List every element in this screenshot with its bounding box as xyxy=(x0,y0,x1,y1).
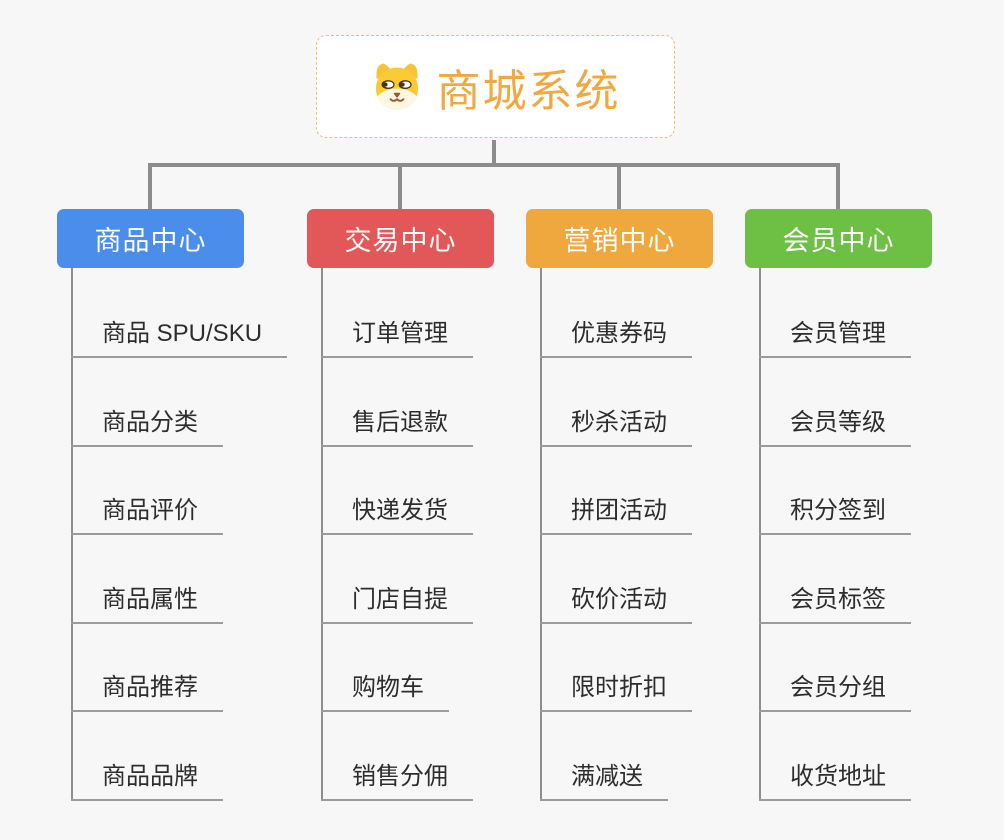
branch-node-marketing-center[interactable]: 营销中心 xyxy=(526,209,713,268)
leaf-node[interactable]: 商品属性 xyxy=(71,584,223,624)
connector-drop-member xyxy=(836,163,840,210)
connector-drop-product xyxy=(148,163,152,210)
branch-column-member: 会员中心 会员管理 会员等级 积分签到 会员标签 会员分组 收货地址 xyxy=(745,209,990,840)
leaf-node[interactable]: 商品品牌 xyxy=(71,761,223,801)
leaf-node[interactable]: 售后退款 xyxy=(321,407,473,447)
branch-node-trade-center[interactable]: 交易中心 xyxy=(307,209,494,268)
leaf-node[interactable]: 会员标签 xyxy=(759,584,911,624)
leaf-node[interactable]: 会员管理 xyxy=(759,318,911,358)
root-node-label: 商城系统 xyxy=(436,66,621,116)
leaf-node[interactable]: 订单管理 xyxy=(321,318,473,358)
leaf-node[interactable]: 快递发货 xyxy=(321,495,473,535)
connector-drop-marketing xyxy=(617,163,621,210)
branch-node-member-center[interactable]: 会员中心 xyxy=(745,209,932,268)
leaf-node[interactable]: 门店自提 xyxy=(321,584,473,624)
leaf-node[interactable]: 购物车 xyxy=(321,672,449,712)
connector-horizontal xyxy=(148,163,840,167)
dog-icon xyxy=(375,62,418,110)
leaf-node[interactable]: 秒杀活动 xyxy=(540,407,692,447)
leaf-node[interactable]: 积分签到 xyxy=(759,495,911,535)
leaf-node[interactable]: 商品分类 xyxy=(71,407,223,447)
leaf-node[interactable]: 商品 SPU/SKU xyxy=(71,318,288,358)
leaf-node[interactable]: 收货地址 xyxy=(759,761,911,801)
root-node[interactable]: 商城系统 xyxy=(316,35,675,138)
leaf-node[interactable]: 商品评价 xyxy=(71,495,223,535)
leaf-node[interactable]: 商品推荐 xyxy=(71,672,223,712)
leaf-node[interactable]: 拼团活动 xyxy=(540,495,692,535)
connector-root-stub xyxy=(492,140,496,167)
branch-column-marketing: 营销中心 优惠券码 秒杀活动 拼团活动 砍价活动 限时折扣 满减送 xyxy=(526,209,771,840)
branch-column-product: 商品中心 商品 SPU/SKU 商品分类 商品评价 商品属性 商品推荐 商品品牌 xyxy=(57,209,302,840)
connector-drop-trade xyxy=(398,163,402,210)
leaf-node[interactable]: 销售分佣 xyxy=(321,761,473,801)
leaf-node[interactable]: 优惠券码 xyxy=(540,318,692,358)
leaf-node[interactable]: 限时折扣 xyxy=(540,672,692,712)
leaf-node[interactable]: 满减送 xyxy=(540,761,668,801)
branch-column-trade: 交易中心 订单管理 售后退款 快递发货 门店自提 购物车 销售分佣 xyxy=(307,209,552,840)
leaf-node[interactable]: 会员等级 xyxy=(759,407,911,447)
leaf-node[interactable]: 会员分组 xyxy=(759,672,911,712)
leaf-node[interactable]: 砍价活动 xyxy=(540,584,692,624)
branch-node-product-center[interactable]: 商品中心 xyxy=(57,209,244,268)
